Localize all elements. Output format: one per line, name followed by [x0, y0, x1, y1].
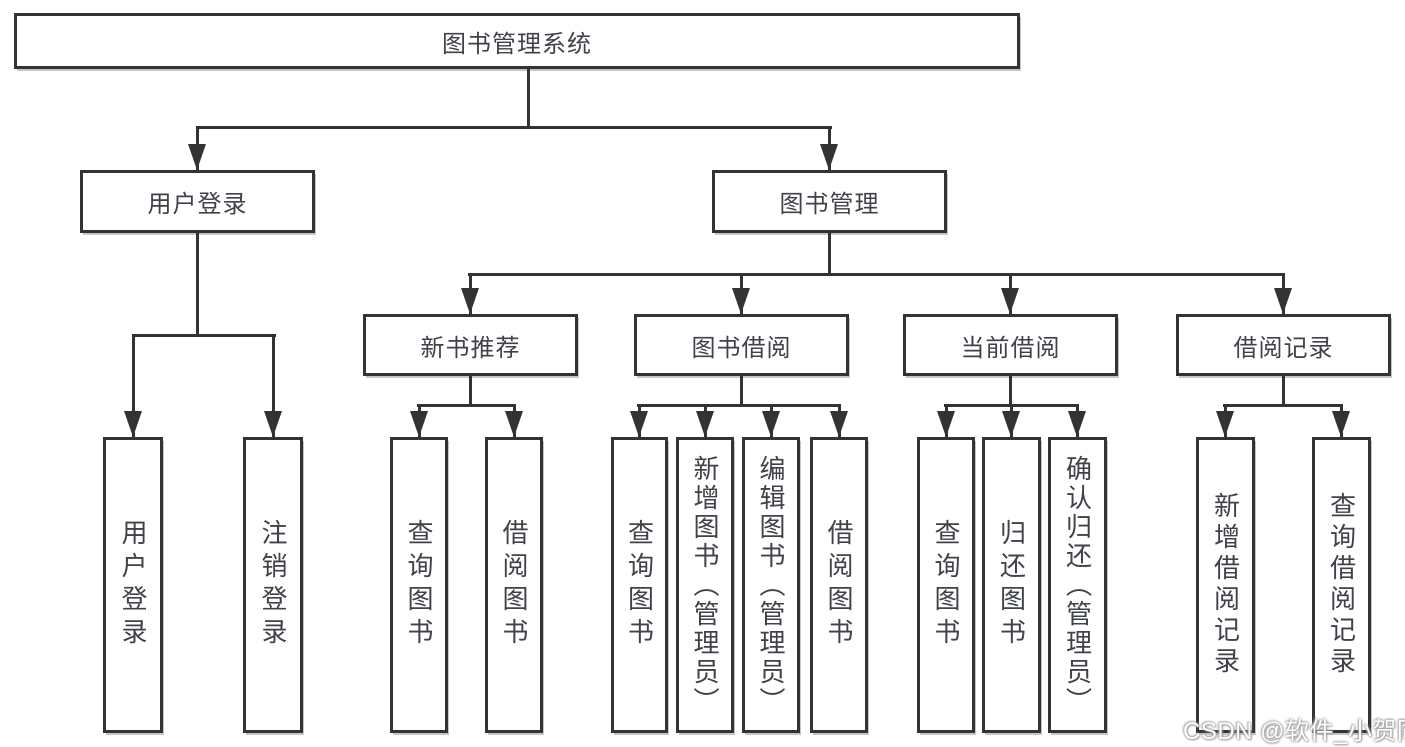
leaf-label: 查询图书: [624, 519, 655, 651]
leaf-label: 新增图书（管理员）: [690, 454, 720, 716]
connector-recommend-bar: [417, 404, 516, 407]
arrow-down-icon: [1001, 288, 1019, 314]
connector-records-drop: [1282, 376, 1285, 407]
connector-root-drop: [527, 68, 530, 129]
arrow-down-icon: [505, 411, 523, 437]
leaf-label: 编辑图书（管理员）: [756, 454, 786, 716]
leaf-query-books-borrow: 查询图书: [611, 437, 668, 733]
leaf-return-books: 归还图书: [982, 437, 1041, 733]
leaf-label: 查询图书: [404, 519, 434, 651]
leaf-confirm-return-admin: 确认归还（管理员）: [1048, 437, 1107, 733]
connector-borrow-drop: [740, 376, 743, 407]
leaf-label: 注销登录: [258, 519, 288, 651]
node-label: 新书推荐: [420, 334, 521, 362]
connector-root-bar: [196, 126, 832, 129]
leaf-label: 归还图书: [996, 519, 1027, 651]
leaf-add-books-admin: 新增图书（管理员）: [676, 437, 734, 733]
leaf-query-books-current: 查询图书: [917, 437, 975, 733]
leaf-query-borrow-record: 查询借阅记录: [1312, 437, 1371, 733]
csdn-watermark: CSDN @软件_小贺同学: [1183, 718, 1405, 745]
arrow-down-icon: [1332, 411, 1350, 437]
node-label: 图书借阅: [691, 334, 792, 362]
connector-records-bar: [1223, 404, 1343, 407]
node-label: 当前借阅: [960, 334, 1061, 362]
leaf-query-books-recommend: 查询图书: [390, 437, 448, 733]
node-label: 图书管理系统: [442, 30, 592, 58]
leaf-logout: 注销登录: [243, 437, 303, 733]
connector-user-login-drop: [196, 233, 199, 337]
leaf-label: 用户登录: [118, 519, 148, 651]
leaf-label: 借阅图书: [824, 519, 854, 651]
connector-recommend-drop: [469, 376, 472, 407]
arrow-down-icon: [820, 144, 838, 170]
leaf-edit-books-admin: 编辑图书（管理员）: [742, 437, 800, 733]
arrow-down-icon: [630, 411, 648, 437]
leaf-label: 借阅图书: [499, 519, 529, 651]
arrow-down-icon: [124, 411, 142, 437]
arrow-down-icon: [830, 411, 848, 437]
leaf-add-borrow-record: 新增借阅记录: [1196, 437, 1255, 733]
connector-current-drop: [1009, 376, 1012, 407]
arrow-down-icon: [1216, 411, 1234, 437]
node-label: 图书管理: [779, 191, 880, 218]
arrow-down-icon: [1068, 411, 1086, 437]
node-book-management-branch: 图书管理: [712, 170, 947, 233]
arrow-down-icon: [937, 411, 955, 437]
node-current-borrow: 当前借阅: [903, 314, 1118, 376]
node-label: 用户登录: [147, 191, 248, 218]
arrow-down-icon: [188, 144, 206, 170]
arrow-down-icon: [762, 411, 780, 437]
arrow-down-icon: [461, 288, 479, 314]
arrow-down-icon: [696, 411, 714, 437]
connector-stub: [272, 334, 275, 437]
leaf-label: 确认归还（管理员）: [1062, 454, 1093, 716]
node-label: 借阅记录: [1233, 334, 1334, 362]
arrow-down-icon: [410, 411, 428, 437]
leaf-user-login: 用户登录: [103, 437, 163, 733]
arrow-down-icon: [1002, 411, 1020, 437]
arrow-down-icon: [732, 288, 750, 314]
connector-user-login-bar: [132, 334, 276, 337]
connector-stub: [132, 334, 135, 437]
leaf-label: 新增借阅记录: [1210, 492, 1241, 678]
arrow-down-icon: [1274, 288, 1292, 314]
connector-borrow-bar: [637, 404, 841, 407]
connector-book-mgmt-bar: [468, 273, 1285, 276]
leaf-borrow-books-recommend: 借阅图书: [485, 437, 543, 733]
node-book-borrow: 图书借阅: [634, 314, 849, 376]
connector-book-mgmt-drop: [828, 233, 831, 276]
node-borrow-records: 借阅记录: [1176, 314, 1391, 376]
arrow-down-icon: [264, 411, 282, 437]
leaf-label: 查询图书: [931, 519, 961, 651]
node-book-management-system: 图书管理系统: [14, 13, 1020, 69]
node-user-login-branch: 用户登录: [80, 170, 315, 233]
node-new-book-recommend: 新书推荐: [363, 314, 578, 376]
leaf-borrow-books: 借阅图书: [810, 437, 868, 733]
leaf-label: 查询借阅记录: [1326, 492, 1357, 678]
